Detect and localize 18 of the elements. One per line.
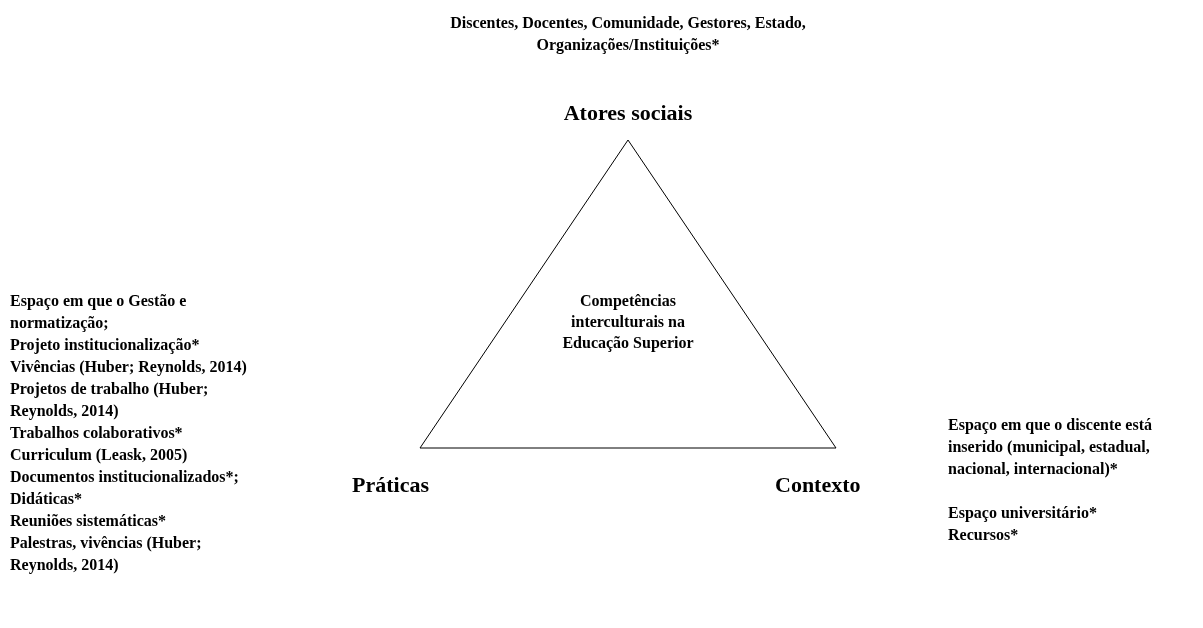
- context-item: Espaço em que o discente está inserido (municipal, estadual, nacional, internacional)*: [948, 415, 1153, 480]
- vertex-label: Contexto: [775, 472, 862, 498]
- practice-item: Projetos de trabalho (Huber; Reynolds, 2014): [10, 379, 210, 422]
- practice-item: Espaço em que o Gestão e normatização;: [10, 291, 188, 334]
- practice-item: Palestras, vivências (Huber; Reynolds, 2014): [10, 533, 203, 576]
- vertex-label: Atores sociais: [562, 100, 694, 126]
- practice-item: Trabalhos colaborativos*: [10, 423, 184, 443]
- context-item: Recursos*: [948, 525, 1020, 545]
- practice-item: Projeto institucionalização*: [10, 335, 201, 356]
- actors-list-text: Discentes, Docentes, Comunidade, Gestores, Estado, Organizações/Instituições*: [449, 13, 807, 56]
- practice-item: Vivências (Huber; Reynolds, 2014): [10, 357, 248, 378]
- center-label: Competências interculturais na Educação Superior: [561, 291, 695, 353]
- practice-item: Reuniões sistemáticas*: [10, 511, 167, 531]
- context-item: Espaço universitário*: [948, 503, 1098, 524]
- practice-item: Documentos institucionalizados*;: [10, 467, 240, 487]
- practice-item: Didáticas*: [10, 489, 83, 509]
- practice-item: Curriculum (Leask, 2005): [10, 445, 189, 466]
- vertex-label: Práticas: [352, 472, 430, 498]
